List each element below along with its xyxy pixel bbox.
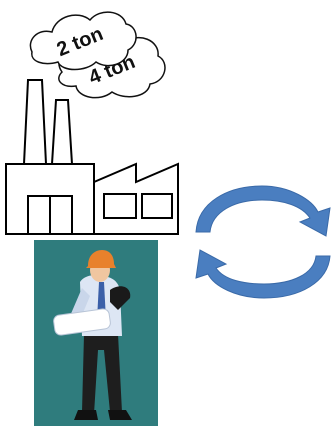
chimney-right	[50, 99, 74, 165]
cycle-arrows-icon	[195, 185, 331, 299]
factory-icon	[5, 79, 179, 235]
factory-window-left	[103, 193, 137, 219]
worker-legs	[82, 334, 122, 414]
chimney-left	[22, 79, 48, 165]
emission-cloud-small: 2 ton	[29, 11, 137, 71]
worker-helmet	[86, 250, 116, 268]
factory-window-right	[141, 193, 173, 219]
engineer-worker-icon	[34, 240, 158, 426]
worker-folder	[110, 286, 131, 310]
cycle-arrow-top	[195, 185, 331, 237]
cycle-arrow-bottom	[195, 249, 331, 299]
worker-blueprint	[53, 308, 111, 336]
